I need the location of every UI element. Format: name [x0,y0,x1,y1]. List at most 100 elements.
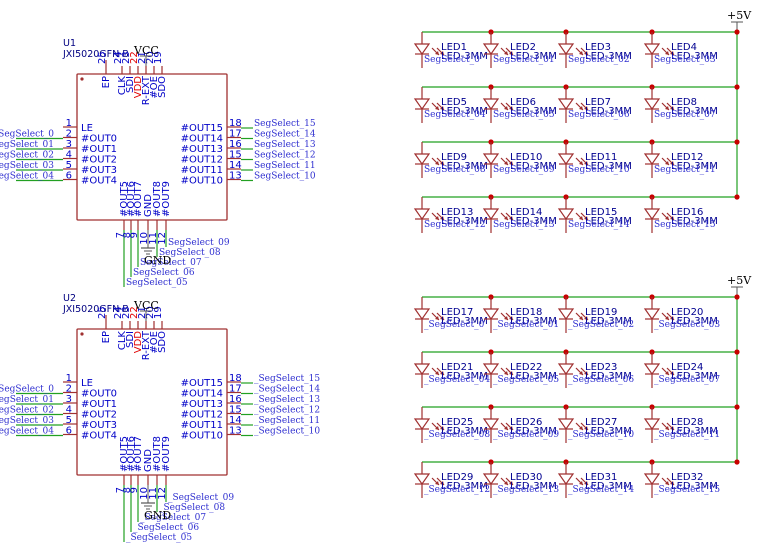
pin-name: #OUT3 [81,420,117,431]
led-arrowhead [579,216,583,220]
junction-dot [734,29,740,35]
net-label: _SegSelect_05 [126,533,192,543]
pin-number: 10 [139,232,150,245]
led-diode-icon [413,43,431,56]
led-arrowhead [504,161,508,165]
led-arrowhead [504,316,508,320]
led-value-label: LED-3MM [585,316,632,327]
led-ref-label: LED22 [510,362,542,373]
pin-number: 24 [113,306,124,319]
led-ref-label: LED6 [510,97,536,108]
led-value-label: LED-3MM [441,371,488,382]
pin-number: 9 [129,232,140,238]
led-net-label: SegSelect_04 [424,110,486,120]
led-diode-icon [413,308,431,321]
led-arrowhead [584,216,588,220]
pin-name: #OUT11 [181,420,223,431]
pin-name: #OUT8 [152,436,163,472]
led-arrowhead [509,106,513,110]
led-diode-icon [482,153,500,166]
pin-number: 12 [157,487,168,500]
bottom-pin-9: 9#OUT7_SegSelect_07 [129,436,206,523]
pin-number: 16 [229,139,242,150]
led-net-label: _SegSelect_10 [568,430,634,440]
pin-number: 14 [229,160,242,171]
led-arrowhead [440,316,444,320]
pin-number: 4 [66,150,72,161]
led-arrowhead [670,481,674,485]
bottom-pin-7: 7#OUT5_SegSelect_05 [115,436,192,543]
led-ref-label: LED27 [585,417,617,428]
pin1-marker-dot [80,77,84,81]
pin-name: #OUT7 [133,181,144,217]
led-arrowhead [670,426,674,430]
led-arrowhead [665,161,669,165]
pin-number: 23 [121,51,132,64]
pin-number: 17 [229,384,242,395]
pin-number: 6 [66,426,72,437]
power-label-5v: +5V [727,274,752,287]
net-label: SegSelect_07 [140,258,202,268]
led-diode-icon [557,153,575,166]
led-arrowhead [440,106,444,110]
pin-name: EP [101,331,112,343]
led-arrowhead [665,481,669,485]
pin-number: 20 [145,51,156,64]
led-ref-label: LED13 [441,207,473,218]
led-arrowhead [509,216,513,220]
pin1-marker-dot [80,332,84,336]
pin-name: LE [81,378,93,389]
led-diode-icon [557,208,575,221]
pin-name: #OUT1 [81,399,117,410]
led-arrowhead [509,316,513,320]
led-net-label: SegSelect_09 [493,165,555,175]
pin-name: #OUT2 [81,410,117,421]
net-label: _SegSelect_06 [133,523,199,533]
pin-name: #OUT13 [181,399,223,410]
net-label: SegSelect_0 [0,130,54,140]
led-value-label: LED-3MM [510,51,557,62]
led-arrowhead [504,371,508,375]
led-value-label: LED-3MM [441,426,488,437]
led-value-label: LED-3MM [585,106,632,117]
led-arrowhead [440,51,444,55]
led-ref-label: LED30 [510,472,542,483]
pin-number: 25 [97,306,108,319]
led-diode-icon [482,98,500,111]
led-arrowhead [584,426,588,430]
power-label-5v: +5V [727,9,752,22]
led-net-label: SegSelect_05 [493,110,555,120]
chip-body [76,73,228,221]
led-ref-label: LED5 [441,97,467,108]
led-ref-label: LED12 [671,152,703,163]
led-ref-label: LED17 [441,307,473,318]
net-label: SegSelect_11 [254,161,316,171]
pin-number: 24 [113,51,124,64]
left-pin-6: 6#OUT4SegSelect_04 [0,171,117,187]
led-arrowhead [665,51,669,55]
led-value-label: LED-3MM [510,426,557,437]
led-value-label: LED-3MM [585,51,632,62]
led-value-label: LED-3MM [671,371,718,382]
led-value-label: LED-3MM [510,216,557,227]
gnd-power-label: GND [144,254,171,267]
led-value-label: LED-3MM [441,481,488,492]
led-arrowhead [509,371,513,375]
left-pin-3: 3#OUT1_SegSelect_01 [0,394,117,410]
led-diode-icon [413,418,431,431]
net-label: SegSelect_04 [0,172,54,182]
chip-body [76,328,228,476]
pin-number: 21 [137,51,148,64]
